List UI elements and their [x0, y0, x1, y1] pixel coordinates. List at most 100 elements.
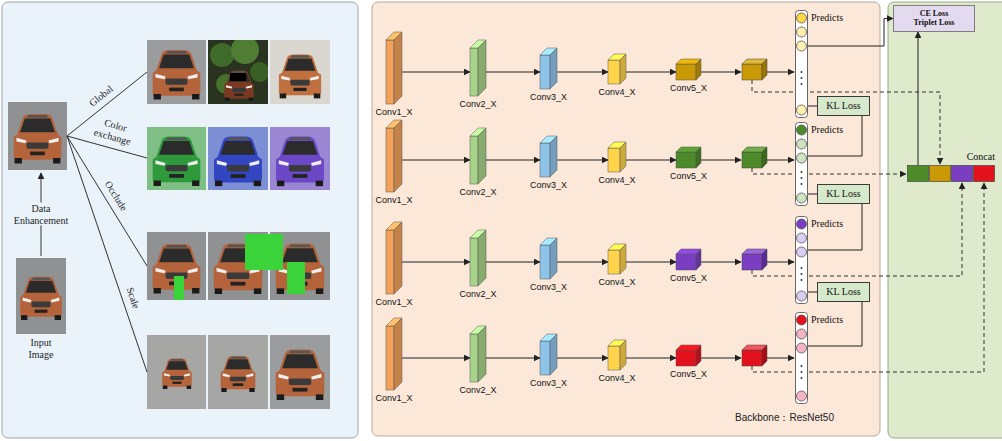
layer-label: Conv2_X — [459, 289, 496, 299]
feature-arrows — [701, 72, 794, 358]
cuboid-side — [620, 340, 626, 370]
illustration-line — [767, 160, 794, 161]
cuboid-shape — [540, 334, 557, 375]
prediction-cell — [797, 13, 807, 23]
connector — [402, 358, 470, 359]
illustration-rect — [270, 335, 330, 409]
cuboid-shape — [608, 142, 626, 172]
layer-label: Conv4_X — [598, 87, 635, 97]
prediction-cell — [797, 27, 807, 37]
car-photos — [8, 36, 330, 409]
connector — [557, 72, 608, 73]
concat-segment — [974, 166, 995, 182]
prediction-cell — [797, 315, 807, 325]
cuboid-side — [696, 147, 701, 168]
cuboid-front — [470, 48, 478, 96]
cuboid-side — [394, 318, 402, 390]
cuboid-shape — [676, 147, 701, 168]
cuboid-side — [696, 249, 701, 270]
illustration-rect — [174, 276, 184, 300]
annotation-label: Input Image — [24, 337, 58, 360]
prediction-cell — [797, 391, 807, 401]
connector — [486, 160, 540, 161]
conv-block: Conv4_X — [608, 142, 626, 172]
illustration-rect — [270, 127, 330, 190]
concat-feature: Concat — [907, 165, 995, 182]
connector — [918, 32, 919, 165]
layer-label: Conv4_X — [598, 277, 635, 287]
connector — [402, 72, 470, 73]
illustration-line — [701, 160, 741, 161]
connector — [808, 194, 817, 195]
layer-label: Conv1_X — [375, 107, 412, 117]
predicts-label: Predicts — [811, 12, 843, 24]
loss-box: CE Loss Triplet Loss — [893, 5, 975, 32]
illustration-rect — [742, 64, 762, 80]
cuboid-shape — [608, 244, 626, 274]
illustration-line — [701, 72, 741, 73]
layer-label: Conv2_X — [459, 99, 496, 109]
illustration-rect — [2, 2, 358, 438]
conv-block: Conv2_X — [470, 40, 486, 96]
cuboid-side — [620, 54, 626, 84]
connector — [808, 116, 862, 156]
illustration-rect — [16, 258, 66, 334]
illustration-rect — [8, 102, 67, 170]
conv-block: Conv2_X — [470, 230, 486, 286]
cuboid-front — [540, 143, 550, 177]
prediction-cell — [797, 219, 807, 229]
concat-segment — [930, 166, 951, 182]
feature-cubes — [742, 59, 767, 366]
conv-block: Conv1_X — [386, 222, 402, 294]
concat-segment — [908, 166, 929, 182]
ellipsis-dot — [801, 71, 803, 73]
cuboid-side — [394, 222, 402, 294]
illustration-line — [767, 262, 794, 263]
cuboid-shape — [540, 238, 557, 279]
illustration-rect — [208, 335, 268, 409]
cuboid-front — [676, 152, 696, 168]
conv-block: Conv3_X — [540, 136, 557, 177]
illustration-rect — [147, 335, 206, 409]
prediction-cell — [797, 139, 807, 149]
cuboid-front — [470, 334, 478, 382]
predict-vector: Predicts — [795, 312, 808, 404]
layer-label: Conv1_X — [375, 297, 412, 307]
illustration-rect — [208, 127, 268, 190]
cuboid-shape — [470, 40, 486, 96]
prediction-cell — [797, 329, 807, 339]
ellipsis-dot — [801, 177, 803, 179]
backbone-panel: Conv1_X Conv2_X Conv3_X Conv4_X Conv5_X Predi… — [372, 2, 880, 436]
cuboid-side — [550, 48, 557, 89]
loss-label: KL Loss — [826, 188, 860, 200]
illustration-use — [214, 136, 262, 186]
cuboid-shape — [540, 136, 557, 177]
illustration-polygon — [762, 59, 767, 80]
ellipsis-dot — [801, 279, 803, 281]
kl-loss-box: KL Loss — [817, 282, 870, 302]
prediction-cell — [797, 291, 807, 301]
cuboid-front — [470, 238, 478, 286]
ellipsis-dot — [801, 83, 803, 85]
vector-shape — [795, 216, 808, 304]
conv-block: Conv4_X — [608, 54, 626, 84]
conv-block: Conv3_X — [540, 48, 557, 89]
illustration-path — [752, 80, 940, 164]
cuboid-side — [478, 128, 486, 184]
connector — [626, 160, 676, 161]
connector — [626, 72, 676, 73]
cuboid-side — [620, 244, 626, 274]
illustration-use — [276, 136, 324, 186]
conv-block: Conv5_X — [676, 345, 701, 366]
connector — [808, 292, 817, 293]
cuboid-shape — [470, 230, 486, 286]
layer-label: Conv5_X — [670, 83, 707, 93]
illustration-rect — [147, 232, 206, 300]
conv-block: Conv3_X — [540, 334, 557, 375]
cuboid-shape — [386, 32, 402, 104]
concat-segment — [952, 166, 973, 182]
connector — [808, 204, 862, 250]
panel-title: Backbone：ResNet50 — [735, 412, 834, 424]
vector-shape — [795, 10, 808, 118]
